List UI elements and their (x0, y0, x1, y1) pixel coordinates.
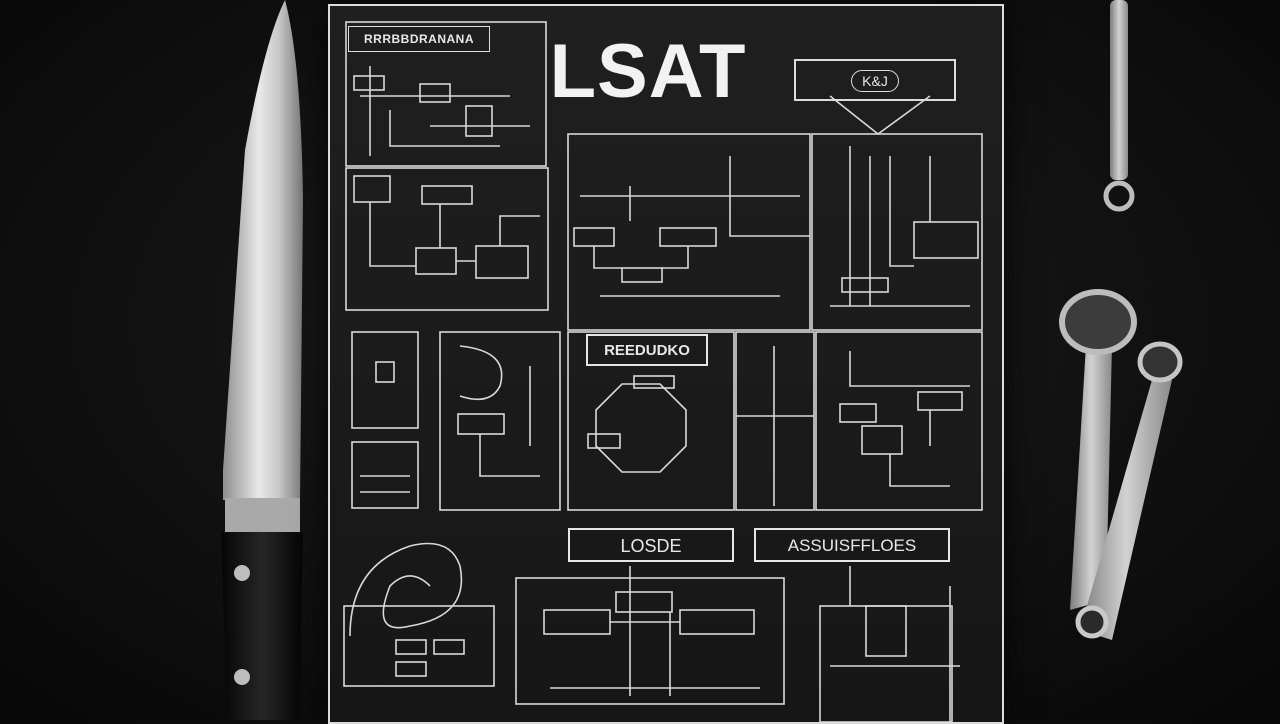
schematic-box (421, 185, 473, 205)
schematic-panel (567, 331, 735, 511)
spoon-ring (1103, 180, 1135, 212)
schematic-box (395, 661, 427, 677)
schematic-wires (830, 566, 960, 722)
schematic-wires (736, 346, 814, 506)
schematic-wires (849, 351, 970, 487)
schematic-box (587, 433, 621, 449)
emblem-text: K&J (851, 70, 899, 92)
schematic-box (679, 609, 755, 635)
schematic-box (913, 221, 979, 259)
spoon-bowl (1059, 289, 1137, 355)
schematic-box (353, 75, 385, 91)
schematic-box (543, 609, 611, 635)
header-label: RRRBBDRANANA (348, 26, 490, 52)
schematic-curve (459, 345, 503, 401)
schematic-panel (515, 577, 785, 705)
blueprint-board: RRRBBDRANANA LSAT K&J REEDUDKO LOSDE ASS… (328, 4, 1004, 724)
spoon-handle (1070, 345, 1112, 610)
knife-rivet (234, 669, 250, 685)
schematic-wires (550, 566, 760, 696)
schematic-box (353, 175, 391, 203)
knife-handle (221, 532, 303, 720)
schematic-panel (815, 331, 983, 511)
schematic-box (419, 83, 451, 103)
schematic-panel (343, 605, 495, 687)
schematic-panel (819, 605, 953, 722)
schematic-box (475, 245, 529, 279)
measuring-spoons (1040, 0, 1200, 720)
schematic-box (621, 267, 663, 283)
chef-knife (205, 0, 315, 720)
schematic-box (415, 247, 457, 275)
schematic-box (375, 361, 395, 383)
spoon-handle (1110, 0, 1128, 180)
schematic-octagon (595, 383, 687, 473)
schematic-box (839, 403, 877, 423)
schematic-panel (439, 331, 561, 511)
schematic-panel (811, 133, 983, 331)
schematic-wires (479, 366, 540, 477)
schematic-wires (360, 66, 530, 156)
schematic-box (861, 425, 903, 455)
schematic-box (573, 227, 615, 247)
schematic-box (615, 591, 673, 613)
section-label: REEDUDKO (586, 334, 708, 366)
spoon-bowl (1137, 341, 1183, 383)
spoon-ring (1075, 605, 1109, 639)
schematic-panel (735, 331, 815, 511)
schematic-box (457, 413, 505, 435)
emblem: K&J (794, 59, 956, 101)
schematic-box (465, 105, 493, 137)
schematic-box (633, 375, 675, 389)
label-box-right: ASSUISFFLOES (754, 528, 950, 562)
schematic-wires (829, 95, 970, 307)
schematic-panel (345, 167, 549, 311)
schematic-box (917, 391, 963, 411)
schematic-curve (349, 542, 463, 637)
schematic-panel (351, 441, 419, 509)
measuring-spoons-icon (1059, 0, 1183, 640)
label-box-left: LOSDE (568, 528, 734, 562)
poster-title: LSAT (549, 29, 747, 114)
knife-bolster (225, 498, 300, 532)
schematic-wires (369, 202, 540, 267)
spoon-handle (1080, 380, 1172, 640)
schematic-wires (580, 156, 810, 297)
schematic-wires (360, 475, 410, 493)
knife-rivet (234, 565, 250, 581)
schematic-box (395, 639, 427, 655)
knife-blade (223, 0, 303, 500)
schematic-box (433, 639, 465, 655)
schematic-box (841, 277, 889, 293)
schematic-panel (351, 331, 419, 429)
schematic-box (865, 605, 907, 657)
chef-knife-icon (221, 0, 303, 720)
schematic-panel (345, 21, 547, 167)
schematic-panel (567, 133, 811, 331)
blueprint-diagram (343, 21, 983, 722)
schematic-box (659, 227, 717, 247)
